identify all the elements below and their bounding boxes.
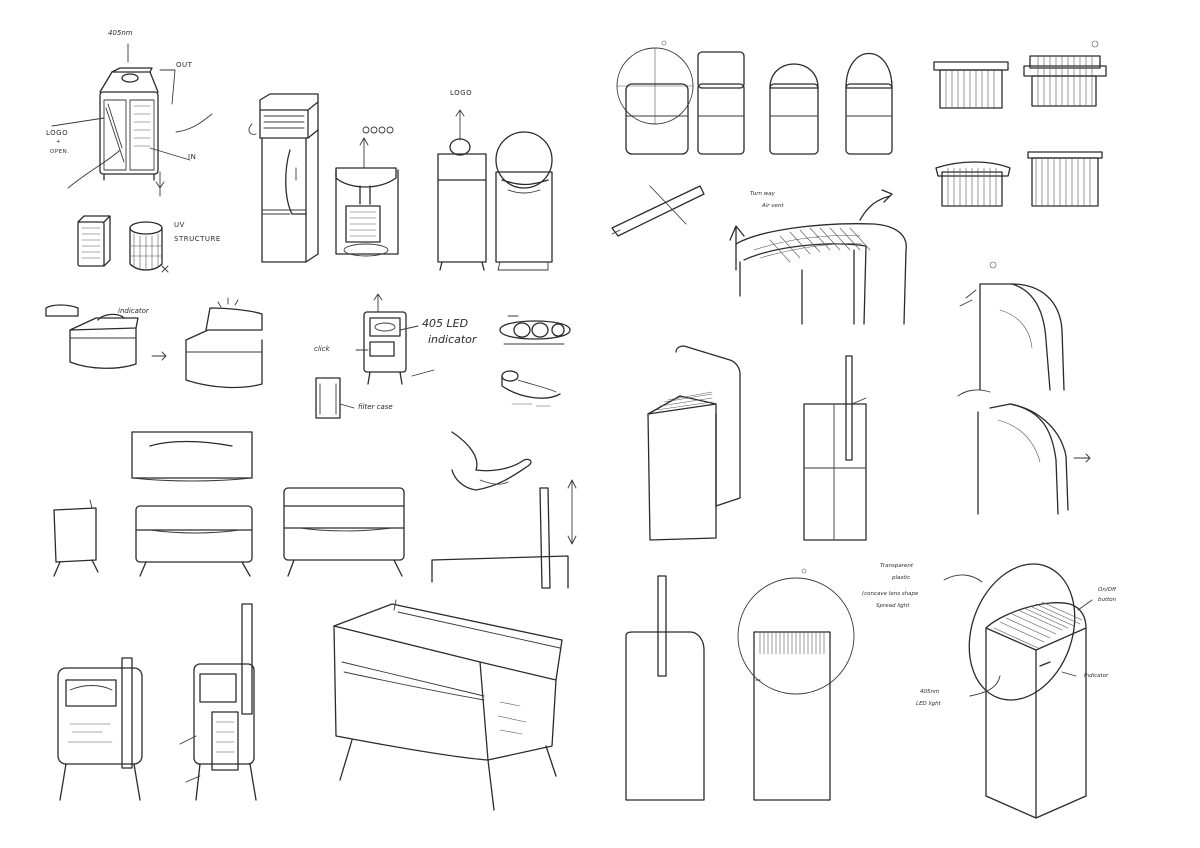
led-indicator-cabinet-sketch xyxy=(315,293,435,419)
label-indicator-3: Indicator xyxy=(1084,673,1109,679)
label-plastic: plastic xyxy=(892,575,910,581)
front-view-variant-4 xyxy=(845,52,893,155)
front-view-variant-1 xyxy=(616,40,694,155)
grill-variant-2 xyxy=(1023,40,1107,107)
label-open: OPEN. xyxy=(50,149,70,155)
label-in: IN xyxy=(188,153,197,161)
label-405nm: 405nm xyxy=(108,29,133,37)
label-uv: UV xyxy=(174,221,185,229)
label-logo-open: LOGO xyxy=(46,129,69,137)
final-front-left-sketch xyxy=(625,575,705,801)
cabinet-exploded-sketch xyxy=(179,603,257,801)
exploded-view-sketch xyxy=(335,126,399,257)
label-plus: + xyxy=(56,139,61,145)
grill-variant-3 xyxy=(935,161,1011,207)
label-concave: (concave lens shape xyxy=(862,591,919,597)
indicator-box-sketch xyxy=(45,304,167,369)
cabinet-with-filter-sketch xyxy=(57,657,143,801)
button-strip-sketch xyxy=(499,315,571,407)
filter-cartridges-sketch xyxy=(77,215,169,273)
wide-cabinet-front-sketch xyxy=(135,505,253,577)
label-spread-light: Spread light xyxy=(876,603,910,609)
label-click: click xyxy=(314,345,330,353)
front-view-variant-2 xyxy=(697,51,745,155)
front-view-variant-3 xyxy=(769,63,819,155)
final-front-right-sketch xyxy=(737,568,855,801)
indicator-box-light-sketch xyxy=(185,297,263,389)
hand-gesture-sketch xyxy=(431,431,577,589)
label-led-light: LED light xyxy=(916,701,941,707)
logo-cabinet-sketch xyxy=(437,109,553,271)
final-perspective-sketch xyxy=(943,563,1093,819)
label-transparent: Transparent xyxy=(880,563,914,569)
label-air-vent: Air vent xyxy=(762,203,784,209)
tall-unit-side-sketch xyxy=(803,355,867,541)
pen-detail-sketch xyxy=(611,185,705,237)
label-turn-way: Turn way xyxy=(750,191,775,197)
label-structure: STRUCTURE xyxy=(174,235,221,243)
curved-top-side-2-sketch xyxy=(957,389,1091,515)
label-out: OUT xyxy=(176,61,193,69)
label-405-led: 405 LED xyxy=(422,317,469,330)
label-button: button xyxy=(1098,597,1117,603)
large-perspective-cabinet-sketch xyxy=(333,599,563,811)
wide-cabinet-top-sketch xyxy=(131,431,253,482)
tall-tower-sketch xyxy=(248,93,319,263)
label-405nm-2: 405nm xyxy=(920,689,940,695)
label-on-off: On/Off xyxy=(1098,587,1116,593)
label-logo: LOGO xyxy=(450,89,473,97)
tall-unit-panel-sketch xyxy=(647,345,741,541)
label-indicator-2: indicator xyxy=(428,333,477,346)
label-filter-case: filter case xyxy=(358,403,393,411)
purifier-cube-sketch xyxy=(51,43,213,197)
small-cabinet-side-sketch xyxy=(53,499,99,577)
wide-cabinet-front-2-sketch xyxy=(283,487,405,577)
curved-top-side-sketch xyxy=(959,261,1065,391)
two-way-vent-sketch xyxy=(729,189,907,325)
grill-variant-1 xyxy=(933,61,1009,109)
label-indicator: indicator xyxy=(118,307,149,315)
grill-variant-4 xyxy=(1027,151,1103,207)
